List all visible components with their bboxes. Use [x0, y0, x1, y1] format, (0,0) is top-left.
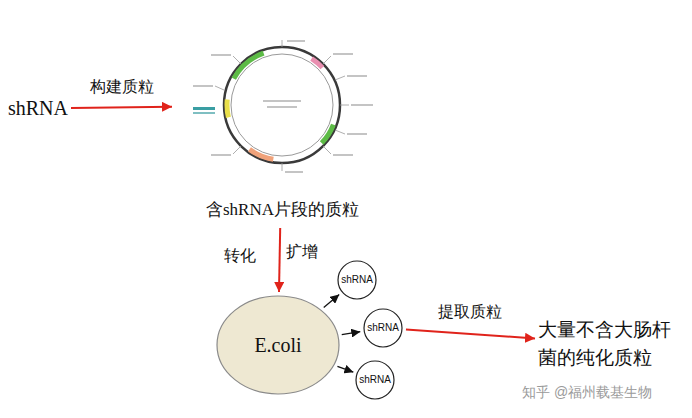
node-text: 大量不含大肠杆菌的纯化质粒 [538, 316, 680, 371]
step-label: 扩增 [286, 242, 318, 263]
watermark: 知乎 @福州载基生物 [522, 384, 652, 402]
node-text: shRNA [359, 373, 391, 388]
node-outline [338, 261, 376, 299]
feature-arc [227, 50, 337, 160]
node-outline [364, 309, 402, 347]
flow-arrow [337, 366, 353, 372]
insert-bar [193, 112, 215, 114]
flow-arrow [279, 228, 280, 292]
insert-bar [193, 107, 215, 110]
flow-arrow [406, 330, 535, 339]
result-text: 大量不含大肠杆菌的纯化质粒 [538, 316, 680, 371]
edge-label: 转化 [222, 246, 258, 267]
edge-label: 构建质粒 [88, 77, 156, 98]
flow-arrow [324, 295, 340, 308]
tiny-feature-names [193, 40, 373, 173]
node-outline [217, 296, 339, 394]
node-text: E.coli [254, 331, 301, 360]
shrna-circle: shRNA [363, 308, 403, 348]
shrna-circle: shRNA [355, 360, 395, 400]
feature-leaders [215, 40, 349, 171]
feature-arc [227, 50, 337, 160]
plasmid-node: 含shRNA片段的质粒 [175, 40, 390, 225]
feature-arc [227, 50, 337, 160]
ecoli-cell: E.coli [216, 295, 340, 395]
node-outline [356, 361, 394, 399]
node-text: shRNA [367, 321, 399, 336]
node-text: shRNA [8, 94, 68, 123]
flow-arrow [71, 107, 172, 108]
node-text: shRNA [341, 273, 373, 288]
flow-arrow [342, 332, 361, 335]
plasmid-map [175, 40, 390, 200]
shrna-circle: shRNA [337, 260, 377, 300]
start-label: shRNA [8, 94, 68, 123]
feature-arc [227, 50, 337, 160]
edge-label: 提取质粒 [436, 302, 504, 323]
plasmid-inner-ring [231, 54, 333, 156]
node-text: 含shRNA片段的质粒 [175, 198, 390, 223]
plasmid-ring [224, 47, 340, 163]
feature-arc [227, 50, 337, 160]
